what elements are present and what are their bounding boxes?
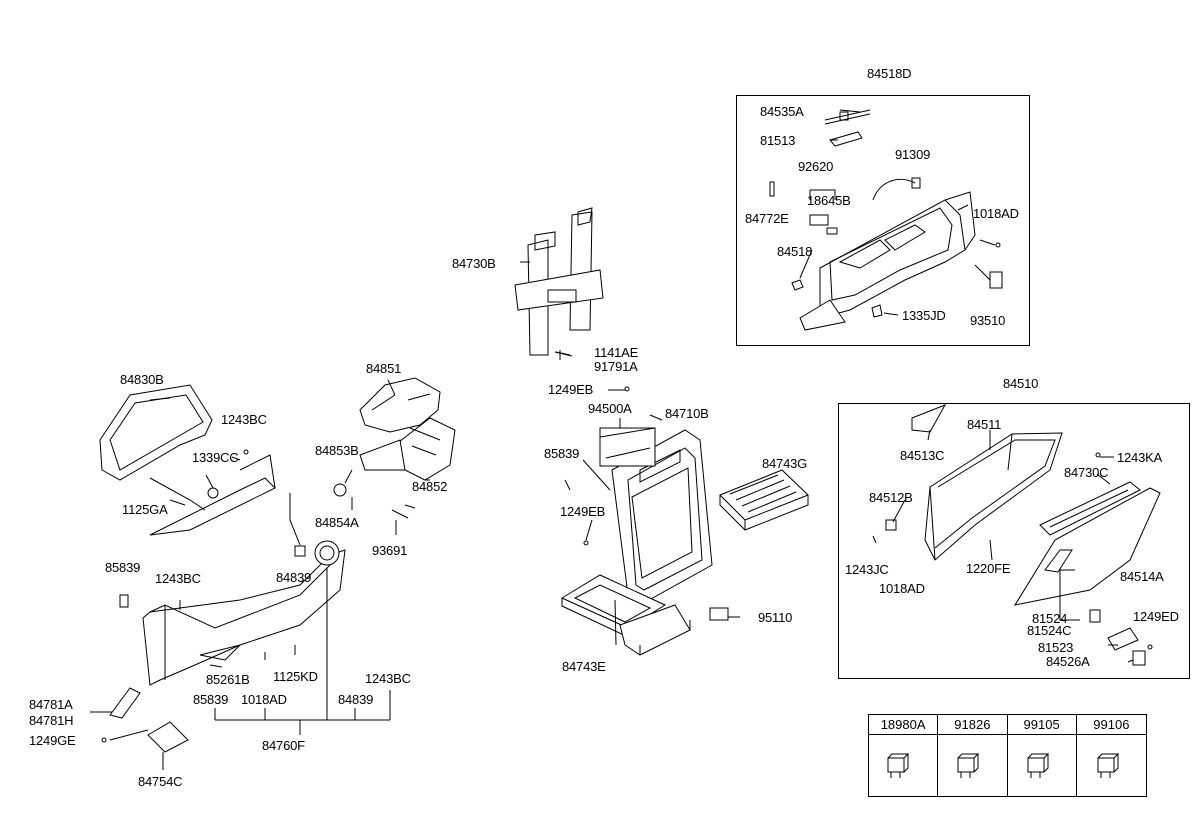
part-label: 1249EB	[560, 504, 606, 519]
part-label: 1243JC	[845, 562, 889, 577]
table-header: 18980A	[869, 715, 939, 735]
center-fascia-drawing	[554, 351, 809, 656]
part-label: 84781A	[29, 697, 73, 712]
part-label: 84830B	[120, 372, 164, 387]
part-label: 1125KD	[273, 669, 318, 684]
column-shroud-drawing	[333, 377, 456, 535]
group-title-84510: 84510	[1003, 376, 1039, 391]
part-label: 93691	[372, 543, 408, 558]
part-label: 85839	[105, 560, 141, 575]
part-label: 84730C	[1064, 465, 1109, 480]
glove-box-assy-drawing	[872, 404, 1161, 666]
part-label: 1243KA	[1117, 450, 1163, 465]
part-label: 85839	[193, 692, 229, 707]
glove-box-group-box	[838, 403, 1190, 679]
part-label: 1141AE	[594, 345, 639, 360]
glove-box-lock-group-box	[736, 95, 1030, 346]
part-label: 93510	[970, 313, 1006, 328]
group-title-84760F: 84760F	[262, 738, 305, 753]
part-label: 84743E	[562, 659, 606, 674]
part-label: 84852	[412, 479, 448, 494]
part-label: 85261B	[206, 672, 250, 687]
part-label: 84710B	[665, 406, 709, 421]
part-label: 1243BC	[365, 671, 411, 686]
part-label: 84730B	[452, 256, 496, 271]
part-label: 84535A	[760, 104, 804, 119]
table-header: 99105	[1007, 715, 1077, 735]
part-label: 84851	[366, 361, 402, 376]
cluster-fascia-drawing	[99, 384, 276, 536]
table-header: 99106	[1076, 715, 1146, 735]
part-label: 1249GE	[29, 733, 76, 748]
part-label: 84754C	[138, 774, 183, 789]
part-label: 84839	[276, 570, 312, 585]
part-label: 1243BC	[155, 571, 201, 586]
part-label: 81524C	[1027, 623, 1072, 638]
part-label: 84513C	[900, 448, 945, 463]
part-label: 84743G	[762, 456, 808, 471]
part-label: 84514A	[1120, 569, 1164, 584]
lower-crash-pad-drawing	[90, 493, 391, 770]
part-label: 81513	[760, 133, 796, 148]
part-label: 84854A	[315, 515, 359, 530]
part-label: 84512B	[869, 490, 913, 505]
part-label: 91791A	[594, 359, 638, 374]
part-label: 92620	[798, 159, 834, 174]
table-header: 91826	[938, 715, 1008, 735]
part-label: 94500A	[588, 401, 632, 416]
table-cell	[869, 735, 939, 796]
part-label: 91309	[895, 147, 931, 162]
part-label: 95110	[758, 610, 793, 625]
part-label: 84781H	[29, 713, 74, 728]
part-label: 1125GA	[122, 502, 168, 517]
glove-box-lock-assy-drawing	[769, 109, 1003, 331]
part-label: 1018AD	[241, 692, 287, 707]
part-label: 84839	[338, 692, 374, 707]
part-label: 1018AD	[973, 206, 1019, 221]
part-label: 84518	[777, 244, 813, 259]
part-label: 18645B	[807, 193, 851, 208]
table-cell	[1008, 735, 1077, 796]
part-label: 84511	[967, 417, 1002, 432]
part-label: 1339CC	[192, 450, 239, 465]
part-label: 1243BC	[221, 412, 267, 427]
center-bracket-drawing	[514, 207, 604, 360]
part-label: 1018AD	[879, 581, 925, 596]
group-title-84518D: 84518D	[867, 66, 912, 81]
part-label: 84772E	[745, 211, 789, 226]
part-label: 85839	[544, 446, 580, 461]
part-label: 81523	[1038, 640, 1074, 655]
table-cell	[1077, 735, 1146, 796]
part-label: 1249ED	[1133, 609, 1179, 624]
table-cell	[938, 735, 1008, 796]
part-label: 81524	[1032, 611, 1068, 626]
part-label: 1249EB	[548, 382, 594, 397]
part-label: 1220FE	[966, 561, 1011, 576]
part-label: 84853B	[315, 443, 359, 458]
part-label: 1335JD	[902, 308, 946, 323]
fastener-table: 18980A 91826 99105 99106	[868, 714, 1147, 797]
part-label: 84526A	[1046, 654, 1090, 669]
table-part-icons	[887, 753, 1120, 778]
